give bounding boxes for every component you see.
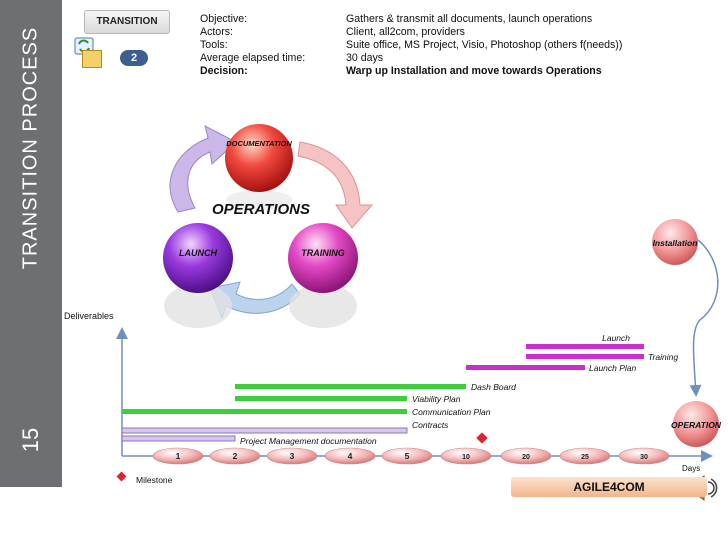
deliverable-bar-label: Launch Plan <box>589 363 637 373</box>
documentation-sphere: DOCUMENTATION <box>225 124 293 210</box>
deliverable-bar <box>121 435 236 442</box>
objective-label: Objective: <box>200 13 248 25</box>
day-tick-label: 30 <box>640 454 648 461</box>
deliverable-bar-label: Dash Board <box>471 382 516 392</box>
deliverable-bar <box>526 344 644 349</box>
day-tick-label: 3 <box>290 451 295 461</box>
deliverable-bar <box>526 354 644 359</box>
objective-value: Gathers & transmit all documents, launch… <box>346 13 593 25</box>
sidebar: TRANSITION PROCESS 15 <box>0 0 62 487</box>
deliverable-bar-label: Contracts <box>412 420 449 430</box>
deliverable-bar-label: Training <box>648 352 678 362</box>
deliverable-bar <box>235 396 407 401</box>
day-tick-marker <box>381 447 433 465</box>
actors-value: Client, all2com, providers <box>346 26 465 38</box>
day-tick-marker <box>618 447 670 465</box>
actors-label: Actors: <box>200 26 233 38</box>
time-label: Average elapsed time: <box>200 52 306 64</box>
day-tick-label: 5 <box>405 451 410 461</box>
cycle-arrow-right <box>297 141 374 229</box>
milestone-legend-label: Milestone <box>136 475 173 485</box>
tools-label: Tools: <box>200 39 228 51</box>
installation-label: Installation <box>653 238 698 248</box>
folder-icon <box>82 50 102 68</box>
documentation-label: DOCUMENTATION <box>226 139 292 148</box>
day-tick-label: 10 <box>462 454 470 461</box>
time-value: 30 days <box>346 52 384 64</box>
day-tick-label: 1 <box>176 451 181 461</box>
deliverable-bar <box>235 384 466 389</box>
training-sphere: TRAINING <box>288 223 358 328</box>
deliverable-bar <box>122 409 407 414</box>
info-labels: Objective: Actors: Tools: Average elapse… <box>200 13 305 78</box>
day-tick-marker <box>152 447 204 465</box>
cycle-arrow-left <box>169 125 237 213</box>
day-tick-marker <box>440 447 492 465</box>
deliverable-bar-label: Launch <box>602 333 630 343</box>
day-tick-marker <box>324 447 376 465</box>
badge-number: 2 <box>120 50 148 66</box>
day-tick-marker <box>500 447 552 465</box>
badge-title: TRANSITION <box>84 10 170 34</box>
agile4com-logo: AGILE4COM <box>511 477 707 497</box>
milestone-legend-marker <box>116 471 127 482</box>
operations-title: OPERATIONS <box>212 201 310 218</box>
training-label: TRAINING <box>301 248 345 258</box>
launch-label: LAUNCH <box>179 248 217 258</box>
y-axis-label: Deliverables <box>64 311 114 321</box>
tools-value: Suite office, MS Project, Visio, Photosh… <box>346 39 623 51</box>
milestone-marker <box>476 432 488 444</box>
installation-node: Installation <box>652 219 698 265</box>
day-tick-label: 25 <box>581 454 589 461</box>
info-values: Gathers & transmit all documents, launch… <box>346 13 622 78</box>
phase-badge: TRANSITION 2 <box>72 10 170 72</box>
deliverable-bar <box>466 365 585 370</box>
launch-sphere: LAUNCH <box>163 223 233 328</box>
decision-label: Decision: <box>200 65 248 77</box>
day-tick-label: 4 <box>348 451 353 461</box>
deliverable-bar-label: Communication Plan <box>412 407 491 417</box>
operation-node: OPERATION <box>671 401 722 447</box>
day-tick-label: 20 <box>522 454 530 461</box>
x-axis-label: Days <box>682 464 700 473</box>
day-tick-label: 2 <box>233 451 238 461</box>
deliverable-bar-label: Viability Plan <box>412 394 461 404</box>
installation-to-operation-arrow <box>689 239 719 397</box>
deliverable-bar <box>121 427 408 434</box>
day-tick-marker <box>266 447 318 465</box>
day-tick-marker <box>209 447 261 465</box>
day-ticks: 1 2 3 4 5 10 20 25 30 <box>152 432 670 465</box>
operation-label: OPERATION <box>671 420 722 430</box>
day-tick-marker <box>559 447 611 465</box>
deliverable-bar-label: Project Management documentation <box>240 436 377 446</box>
decision-value: Warp up Installation and move towards Op… <box>346 65 602 77</box>
